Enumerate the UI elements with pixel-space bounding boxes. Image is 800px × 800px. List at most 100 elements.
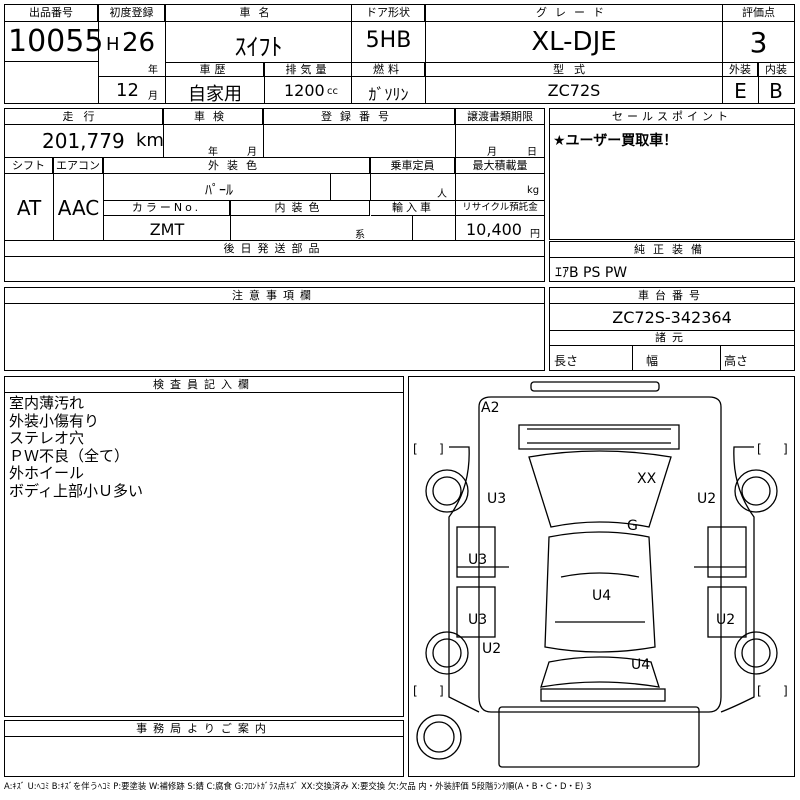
lot-label: 出品番号 [5, 5, 98, 22]
height-label: 高さ [724, 354, 749, 368]
month-unit: 月 [148, 91, 158, 102]
disp-unit: cc [327, 86, 338, 97]
bracket-left-top: [ [413, 442, 418, 456]
ext-color: ﾊﾟｰﾙ [205, 183, 233, 199]
reg-no-label: 登録番号 [264, 109, 455, 125]
int-score: B [769, 79, 783, 103]
lot-number: 10055 [8, 24, 104, 59]
ac-label: エアコン [54, 158, 103, 174]
door-label: ドア形状 [352, 5, 425, 22]
equipment-label: 純正装備 [550, 242, 794, 258]
damage-mark: U3 [468, 612, 488, 628]
color-no: ZMT [149, 220, 185, 239]
later-parts-label: 後日発送部品 [5, 241, 544, 257]
mileage-unit: km [136, 130, 164, 151]
history: 自家用 [188, 84, 242, 105]
svg-text:[: [ [757, 442, 762, 456]
damage-mark: U3 [468, 552, 488, 568]
transfer-month-unit: 月 [487, 147, 497, 158]
int-label: 内装 [758, 62, 794, 77]
notes-label: 注意事項欄 [5, 288, 544, 304]
load-unit: kg [527, 185, 540, 196]
damage-mark: U4 [592, 588, 612, 604]
svg-text:]: ] [439, 684, 444, 698]
svg-text:[: [ [757, 684, 762, 698]
car-name-label: 車名 [166, 5, 351, 22]
sales-label: セールスポイント [550, 109, 794, 125]
load-label: 最大積載量 [456, 158, 544, 174]
chassis-number: ZC72S-342364 [612, 308, 732, 327]
sales-point-box [549, 108, 795, 240]
damage-mark: U4 [631, 657, 651, 673]
history-label: 車歴 [166, 62, 264, 77]
year-unit: 年 [148, 65, 158, 76]
inspector-note: 外装小傷有り [9, 411, 100, 430]
svg-text:]: ] [439, 442, 444, 456]
int-color-unit: 系 [355, 230, 365, 241]
svg-text:]: ] [783, 442, 788, 456]
shift: AT [16, 196, 42, 220]
equipment: ｴｱB PS PW [555, 265, 628, 281]
inspector-label: 検査員記入欄 [5, 377, 403, 393]
recycle-label: リサイクル預託金 [456, 201, 544, 216]
score-label: 評価点 [723, 5, 794, 22]
seats-unit: 人 [437, 189, 447, 200]
inspector-note: ボディ上部小Ｕ多い [9, 481, 143, 500]
disp-label: 排気量 [265, 62, 351, 77]
score: 3 [749, 26, 768, 59]
inspector-box [4, 376, 404, 717]
insp-year-unit: 年 [208, 147, 218, 158]
mileage: 201,779 [42, 129, 125, 153]
model-label: 型式 [426, 62, 722, 77]
seats-label: 乗車定員 [371, 158, 455, 174]
ext-label: 外装 [723, 62, 758, 77]
svg-text:[: [ [413, 684, 418, 698]
grade: XL-DJE [531, 27, 617, 57]
inspector-notes: 室内薄汚れ 外装小傷有り ステレオ穴 ＰＷ不良（全て） 外ホイール ボディ上部小… [9, 394, 143, 500]
displacement: 1200 [284, 81, 325, 100]
fuel-label: 燃料 [352, 62, 425, 77]
damage-mark: U2 [716, 612, 736, 628]
shift-label: シフト [5, 158, 53, 174]
mileage-label: 走行 [5, 109, 163, 125]
damage-mark: U2 [697, 491, 717, 507]
fuel: ｶﾞｿﾘﾝ [368, 85, 409, 104]
car-name: ｽｲﾌﾄ [234, 33, 283, 61]
int-color-label: 内装色 [231, 201, 370, 216]
legend: A:ｷｽﾞ U:ﾍｺﾐ B:ｷｽﾞを伴うﾍｺﾐ P:要塗装 W:補修跡 S:錆 … [4, 781, 592, 791]
transfer-day-unit: 日 [527, 147, 537, 158]
length-label: 長さ [554, 354, 579, 368]
ext-score: E [734, 79, 747, 103]
inspector-note: ステレオ穴 [9, 429, 85, 447]
color-no-label: カラーNo. [104, 201, 230, 216]
damage-mark: A2 [481, 400, 500, 416]
first-reg-label: 初度登録 [99, 5, 165, 22]
damage-mark: G [627, 518, 638, 534]
damage-mark: XX [637, 471, 657, 487]
office-label: 事務局よりご案内 [5, 721, 403, 737]
transfer-label: 譲渡書類期限 [456, 109, 544, 125]
car-diagram: [] [] [] [] [413, 381, 788, 768]
recycle-unit: 円 [530, 229, 540, 240]
era: H [106, 34, 120, 55]
inspection-label: 車検 [164, 109, 263, 125]
ext-color-label: 外装色 [104, 158, 370, 174]
recycle-fee: 10,400 [466, 220, 522, 239]
import-label: 輸入車 [371, 201, 455, 216]
dims-label: 諸元 [550, 331, 794, 346]
model: ZC72S [547, 81, 601, 100]
svg-text:]: ] [783, 684, 788, 698]
insp-month-unit: 月 [247, 147, 257, 158]
width-label: 幅 [646, 354, 659, 368]
damage-mark: U3 [487, 491, 507, 507]
inspector-note: 室内薄汚れ [9, 394, 85, 412]
ac: AAC [57, 196, 100, 220]
grade-label: グレード [426, 5, 722, 22]
sales-point: ★ユーザー買取車！ [553, 133, 678, 149]
door-type: 5HB [365, 28, 412, 53]
first-reg-year: 26 [122, 28, 156, 58]
inspector-note: 外ホイール [9, 464, 85, 482]
first-reg-month: 12 [116, 80, 139, 101]
chassis-label: 車台番号 [550, 288, 794, 304]
damage-mark: U2 [482, 641, 502, 657]
